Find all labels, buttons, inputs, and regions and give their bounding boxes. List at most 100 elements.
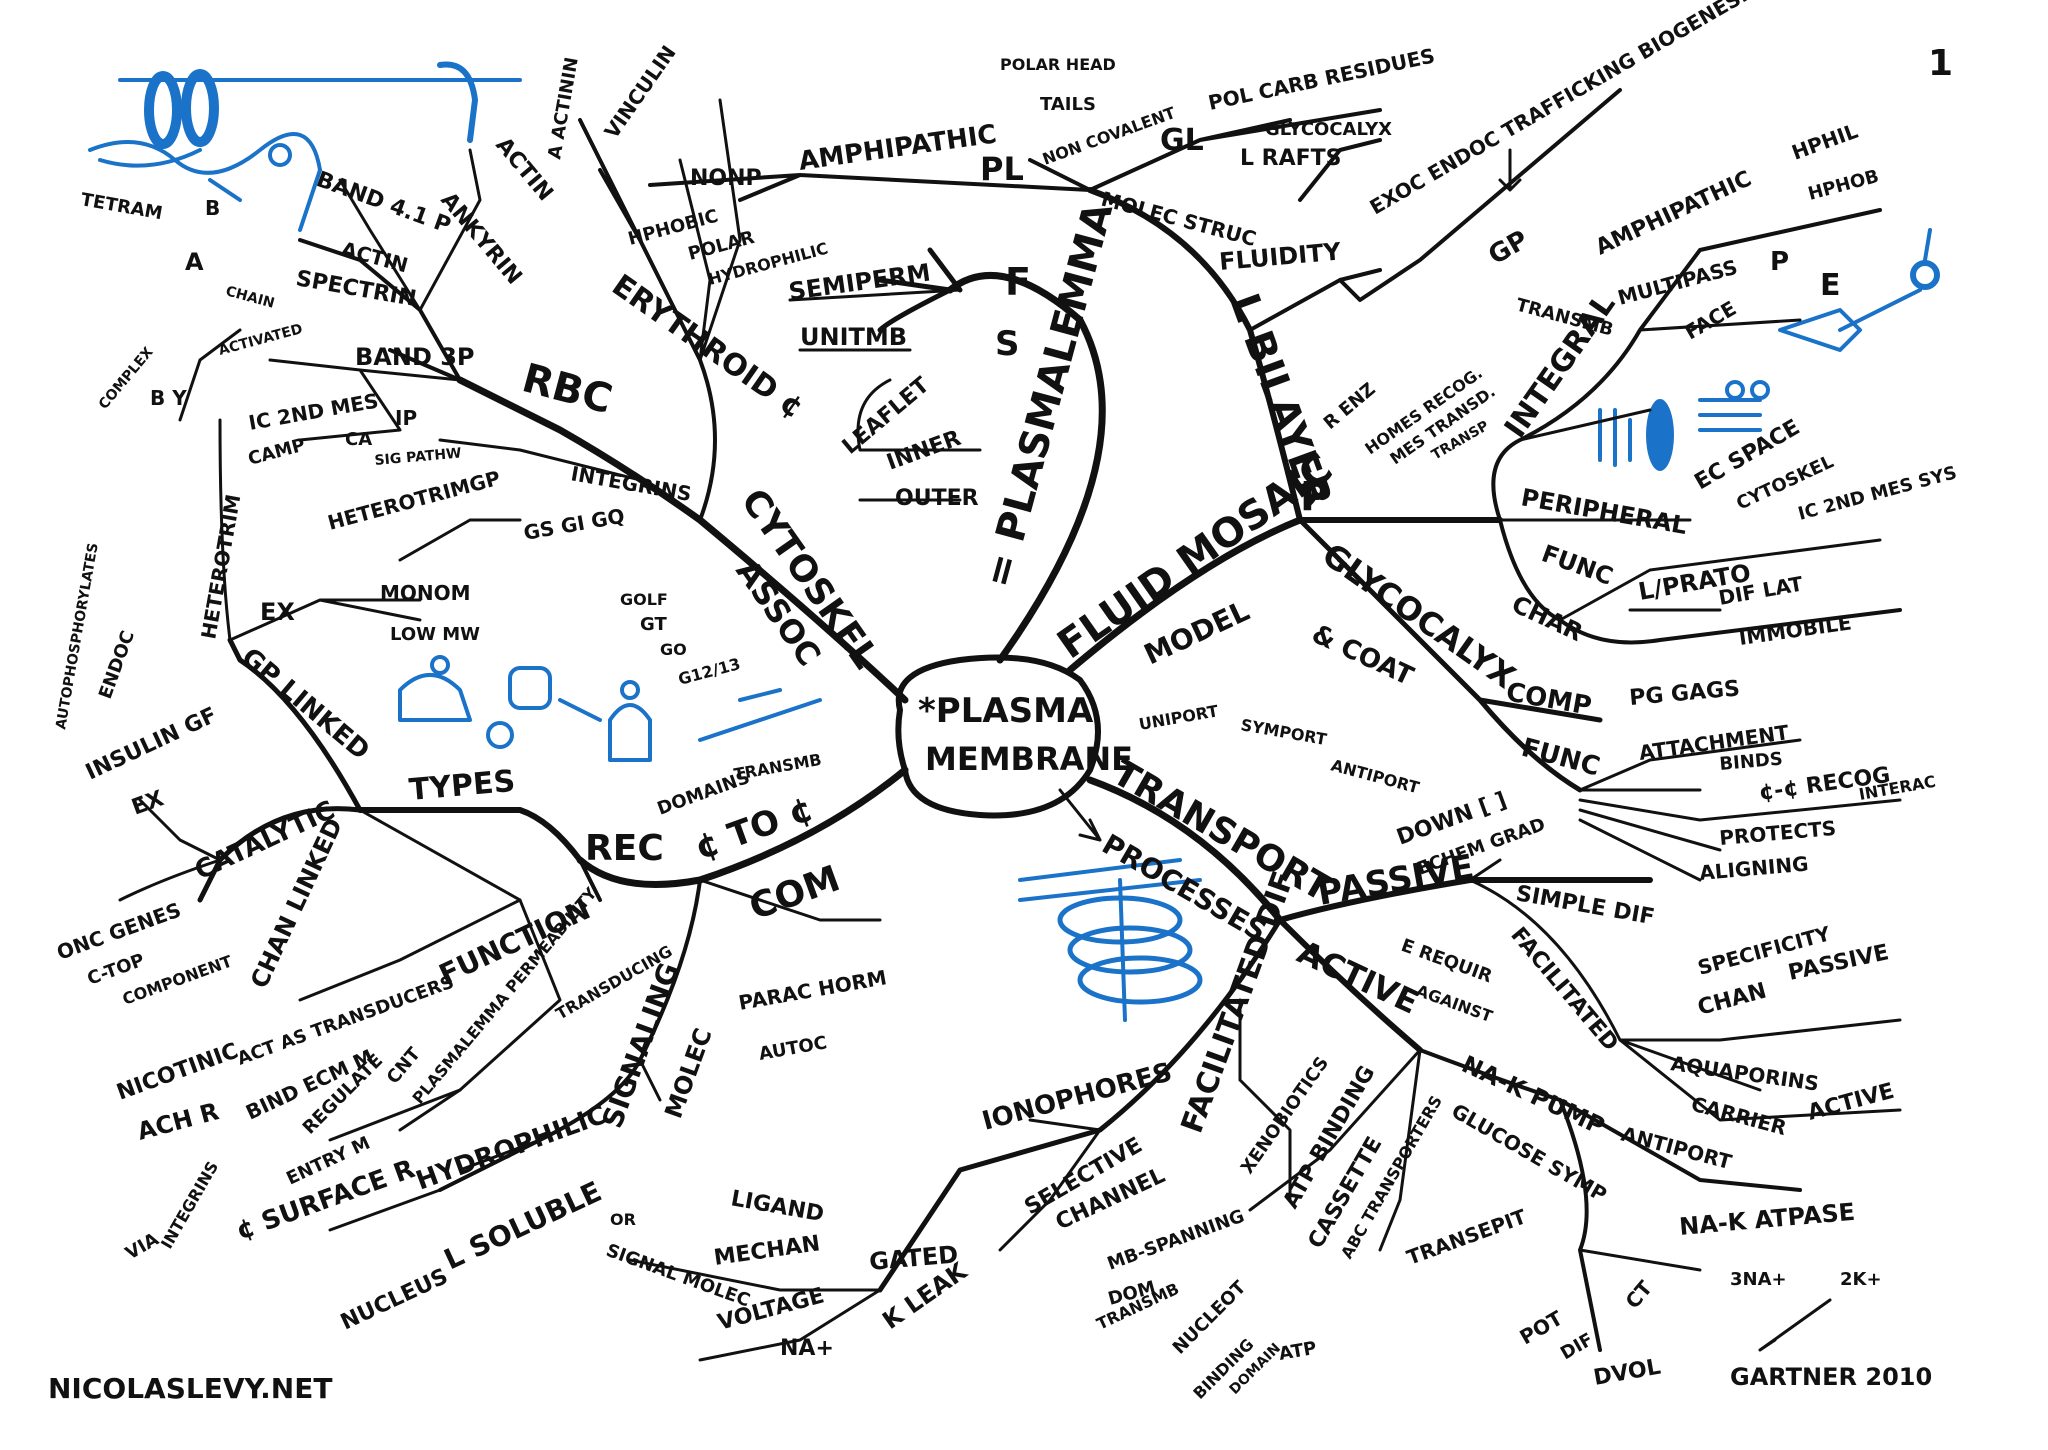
- vinculin-label: VINCULIN: [599, 41, 680, 143]
- binds-label: BINDS: [1719, 749, 1784, 775]
- nicotinic-label: NICOTINIC: [114, 1039, 242, 1106]
- via-label: VIA: [122, 1229, 162, 1265]
- hphil-label: HPHIL: [1789, 119, 1862, 165]
- atp-label: ATP: [1277, 1338, 1318, 1365]
- l-rafts-label: L RAFTS: [1240, 146, 1342, 171]
- label-unitmb: UNITMB: [800, 323, 907, 351]
- label-f: F: [1005, 260, 1031, 304]
- active2-label: ACTIVE: [1805, 1079, 1897, 1126]
- g1213-label: G12/13: [676, 654, 742, 689]
- integrins-com-label: INTEGRINS: [157, 1158, 222, 1252]
- credit-right: GARTNER 2010: [1730, 1363, 1932, 1391]
- gl-label: GL: [1160, 123, 1204, 158]
- sig-label: SIG PATHW: [374, 445, 462, 469]
- mechan-label: MECHAN: [712, 1231, 821, 1271]
- k2-label: 2K+: [1840, 1269, 1882, 1290]
- ip-label: IP: [395, 406, 417, 430]
- aquaporins-label: AQUAPORINS: [1669, 1051, 1820, 1096]
- pot-label: POT: [1516, 1306, 1568, 1350]
- polar-head-label: POLAR HEAD: [1000, 55, 1116, 74]
- go-label: GO: [660, 640, 687, 659]
- protects-label: PROTECTS: [1718, 816, 1837, 850]
- aligning-label: ALIGNING: [1698, 852, 1809, 885]
- rec-label: REC: [585, 828, 664, 869]
- e2-label: E: [1820, 268, 1841, 303]
- label-semiperm: SEMIPERM: [787, 258, 932, 306]
- peripheral-label: PERIPHERAL: [1519, 483, 1689, 540]
- credit-left: NICOLASLEVY.NET: [48, 1372, 332, 1405]
- band41-label: BAND 4.1 P: [313, 167, 454, 239]
- func-label: FUNC: [1538, 539, 1617, 590]
- dvol-label: DVOL: [1592, 1355, 1663, 1391]
- hetero-gp-label: HETEROTRIMGP: [325, 466, 503, 535]
- transepit-label: TRANSEPIT: [1404, 1204, 1530, 1269]
- chan-label: CHAN: [1695, 979, 1769, 1021]
- soluble-label: L SOLUBLE: [439, 1175, 607, 1277]
- insulin-label: INSULIN GF: [82, 703, 221, 786]
- coat-label: & COAT: [1307, 619, 1418, 692]
- glycocalyx-label: GLYCOCALYX: [1315, 535, 1522, 696]
- center-line2: MEMBRANE: [925, 740, 1133, 778]
- low-mw-label: LOW MW: [390, 624, 480, 645]
- monom-label: MONOM: [380, 581, 471, 605]
- char-label: CHAR: [1507, 590, 1587, 647]
- ca-label: Ca: [345, 429, 372, 450]
- transmb3-label: TRANSMB: [732, 750, 823, 784]
- gp-label: GP: [1484, 225, 1534, 271]
- gs-label: GS GI GQ: [522, 504, 627, 545]
- ach-label: ACH R: [134, 1097, 222, 1146]
- activated-label: ACTIVATED: [217, 321, 304, 359]
- comp-label: COMP: [1504, 677, 1594, 721]
- label-outer: OUTER: [895, 486, 979, 511]
- ct-label: CT: [1620, 1276, 1657, 1313]
- types-label: TYPES: [408, 764, 517, 808]
- immobile-label: IMMOBILE: [1737, 610, 1853, 650]
- e-requir-label: E REQUIR: [1398, 935, 1495, 987]
- nucleus-label: NUCLEUS: [337, 1264, 452, 1335]
- ionophores-label: IONOPHORES: [979, 1057, 1175, 1136]
- antiport-label: ANTIPORT: [1329, 756, 1421, 798]
- face-label: FACE: [1681, 296, 1741, 344]
- hphob-label: HPHOB: [1806, 166, 1881, 205]
- or-label: OR: [610, 1210, 636, 1229]
- symport-label: SYMPORT: [1239, 715, 1328, 749]
- branch-lines: [118, 88, 1902, 1362]
- blue-sketch-transport: [1018, 858, 1203, 1022]
- gp-linked-label: GP LINKED: [236, 642, 376, 766]
- na-label: Na+: [780, 1336, 834, 1361]
- pl-label: PL: [980, 150, 1024, 188]
- nonp-label: NONP: [690, 166, 762, 191]
- band3-label: BAND 3P: [355, 343, 475, 371]
- b-label: B: [205, 196, 220, 220]
- dif-label: DIF: [1557, 1329, 1597, 1364]
- golf-label: GOLF: [620, 590, 668, 609]
- bg-label: B y: [150, 386, 187, 410]
- center-line1: *PLASMA: [918, 691, 1094, 731]
- against-label: AGAINST: [1414, 981, 1495, 1026]
- nak-atpase-label: Na-K ATPASE: [1678, 1198, 1856, 1241]
- a-actinin-label: a ACTININ: [544, 56, 583, 161]
- pol-carb-label: POL CARB RESIDUES: [1206, 43, 1437, 114]
- complex-label: COMPLEX: [96, 344, 157, 412]
- onc-label: ONC GENES: [54, 898, 185, 965]
- amphipathic-label: AMPHIPATHIC: [797, 119, 999, 176]
- tetram-label: TETRAM: [79, 189, 164, 224]
- facilitated-label: FACILITATED: [1505, 923, 1622, 1056]
- p-label: P: [1300, 474, 1329, 520]
- label-s: S: [995, 324, 1020, 364]
- ex2-label: EX: [260, 598, 295, 626]
- parac-label: PARAC HORM: [737, 965, 889, 1015]
- integrins-label: INTEGRINS: [569, 461, 693, 506]
- page-number: 1: [1928, 43, 1953, 84]
- pg-label: PG GAGs: [1628, 676, 1741, 711]
- autophosph-label: AUTOPHOSPHORYLATES: [53, 542, 102, 731]
- camp-label: CAMP: [246, 434, 308, 469]
- glycocalyx-small-label: GLYCOCALYX: [1265, 119, 1392, 140]
- ligand-label: LIGAND: [729, 1186, 826, 1227]
- tails-label: TAILS: [1040, 94, 1096, 115]
- uniport-label: UNIPORT: [1137, 701, 1219, 734]
- gt-label: GT: [640, 614, 667, 635]
- amphipathic2-label: AMPHIPATHIC: [1592, 166, 1756, 260]
- autoc-label: AUTOC: [757, 1032, 828, 1065]
